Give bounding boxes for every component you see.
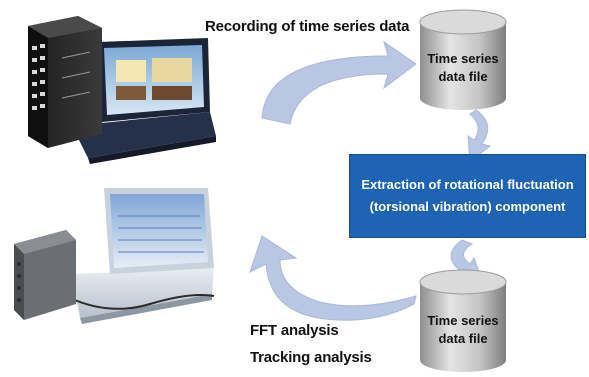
cylinder-top-line2: data file bbox=[438, 69, 488, 84]
data-recorder-laptop-photo bbox=[28, 16, 216, 164]
cylinder-bottom-line2: data file bbox=[438, 331, 488, 346]
arrow-to-laptop bbox=[249, 235, 417, 321]
fft-analysis-label: FFT analysis bbox=[250, 322, 339, 339]
cylinder-bottom-icon bbox=[419, 269, 507, 372]
cylinder-bottom-line1: Time series bbox=[427, 313, 499, 328]
time-series-data-file-top: Time series data file bbox=[418, 8, 508, 112]
cylinder-top-line1: Time series bbox=[427, 51, 499, 66]
arrow-to-top-cylinder bbox=[261, 40, 417, 125]
time-series-data-file-bottom: Time series data file bbox=[418, 268, 508, 374]
tracking-analysis-label: Tracking analysis bbox=[250, 349, 372, 366]
cylinder-top-icon bbox=[419, 9, 507, 110]
process-box-line2: (torsional vibration) component bbox=[369, 199, 566, 214]
process-box-line1: Extraction of rotational fluctuation bbox=[361, 177, 574, 192]
analyzer-laptop-photo bbox=[14, 188, 215, 324]
arrow-to-process-box bbox=[467, 109, 492, 163]
recording-label: Recording of time series data bbox=[205, 18, 410, 35]
extraction-process-box: Extraction of rotational fluctuation (to… bbox=[349, 154, 586, 238]
